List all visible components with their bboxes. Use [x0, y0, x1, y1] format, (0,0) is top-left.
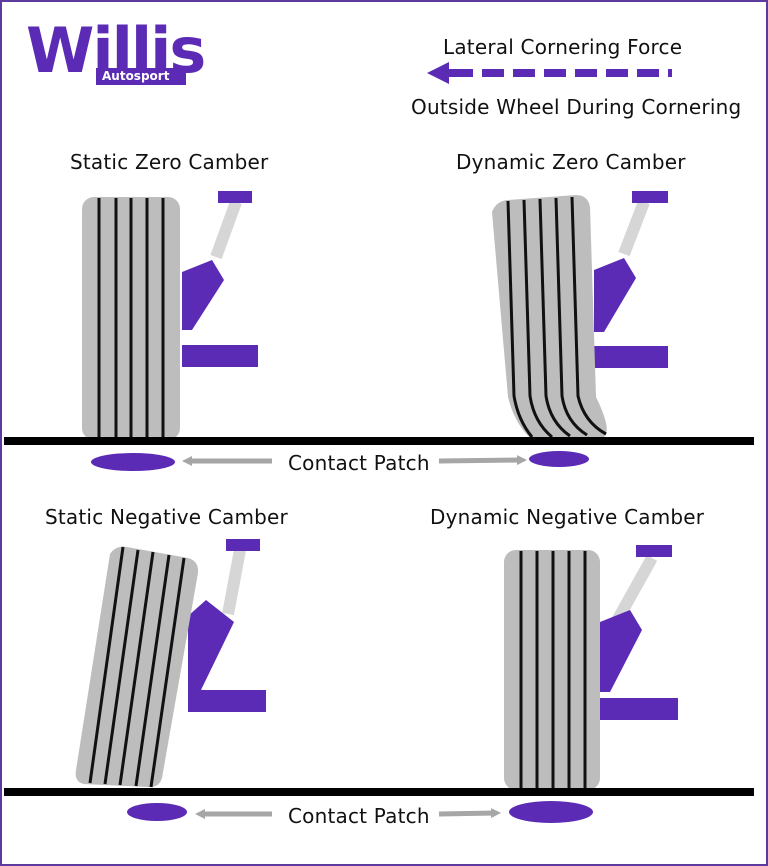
- upright: [188, 600, 234, 692]
- wheel-dynamic-zero: [492, 191, 668, 439]
- contact-arrow-right-bottom: [438, 808, 501, 819]
- wheel-dynamic-negative: [504, 545, 678, 790]
- contact-patch-label-top: Contact Patch: [288, 451, 430, 475]
- strut-mount: [226, 539, 260, 551]
- strut-mount: [218, 191, 252, 203]
- ground-line-bottom: [4, 788, 754, 796]
- legend-wheel-label: Outside Wheel During Cornering: [411, 95, 742, 119]
- strut-mount: [632, 191, 668, 203]
- wheel-static-zero: [82, 191, 258, 440]
- contact-arrow-right-top: [438, 455, 527, 466]
- lower-arm: [600, 698, 678, 720]
- contact-patch-static-zero: [91, 453, 175, 471]
- strut-mount: [636, 545, 672, 557]
- title-dynamic-zero-camber: Dynamic Zero Camber: [456, 150, 686, 174]
- tire-tread: [506, 196, 607, 439]
- tire-tread: [88, 546, 186, 788]
- title-static-negative-camber: Static Negative Camber: [45, 505, 288, 529]
- contact-patch-dynamic-negative: [509, 801, 593, 823]
- lower-arm: [594, 346, 668, 368]
- title-static-zero-camber: Static Zero Camber: [70, 150, 269, 174]
- lateral-force-arrow: [427, 62, 672, 84]
- upright: [600, 610, 642, 692]
- contact-patch-dynamic-zero: [529, 451, 589, 467]
- legend-force-label: Lateral Cornering Force: [443, 35, 683, 59]
- title-dynamic-negative-camber: Dynamic Negative Camber: [430, 505, 705, 529]
- tire-tread: [519, 551, 587, 789]
- strut: [210, 199, 242, 260]
- tire-tread: [97, 198, 165, 439]
- logo-subtitle: Autosport: [96, 68, 186, 85]
- strut: [618, 199, 650, 257]
- ground-line-top: [4, 437, 754, 445]
- upright: [594, 258, 636, 332]
- contact-patch-static-negative: [127, 803, 187, 821]
- lower-arm: [188, 690, 266, 712]
- lower-arm: [182, 345, 258, 367]
- upright: [182, 260, 224, 330]
- strut: [222, 548, 246, 616]
- wheel-static-negative: [75, 539, 266, 788]
- contact-patch-label-bottom: Contact Patch: [288, 804, 430, 828]
